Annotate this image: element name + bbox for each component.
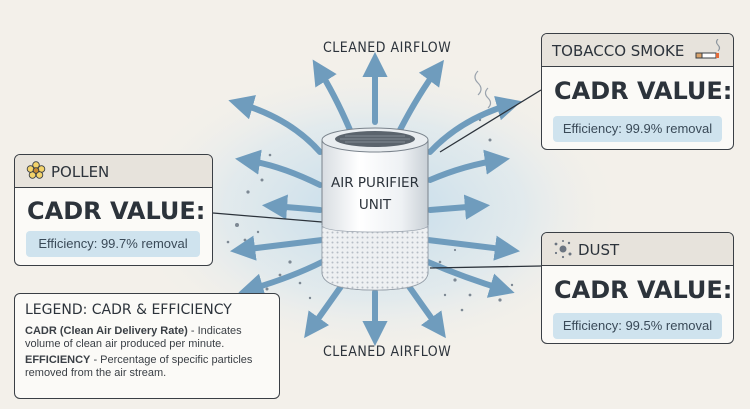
purifier-label: AIR PURIFIER UNIT — [322, 172, 428, 216]
dust-icon — [552, 238, 574, 265]
flower-icon — [25, 160, 47, 187]
airflow-label-bottom: CLEANED AIRFLOW — [323, 344, 452, 360]
purifier-unit — [321, 127, 429, 291]
cadr-value: CADR VALUE: 300 — [554, 77, 733, 105]
purifier-label-line2: UNIT — [358, 197, 392, 213]
legend-cadr-term: CADR (Clean Air Delivery Rate) — [25, 325, 188, 337]
card-header: POLLEN — [15, 155, 212, 188]
airflow-label-top: CLEANED AIRFLOW — [323, 40, 452, 56]
legend-efficiency-desc: - Percentage of specific particles remov… — [25, 354, 253, 379]
efficiency-badge: Efficiency: 99.7% removal — [26, 231, 200, 257]
legend-box: LEGEND: CADR & EFFICIENCY CADR (Clean Ai… — [14, 293, 280, 399]
legend-cadr-entry: CADR (Clean Air Delivery Rate) - Indicat… — [25, 325, 273, 351]
pollen-card: POLLEN CADR VALUE: 150 Efficiency: 99.7%… — [14, 154, 213, 266]
cadr-value: CADR VALUE: 200 — [554, 276, 733, 304]
card-title: DUST — [578, 241, 620, 259]
card-header: DUST — [542, 233, 733, 266]
legend-efficiency-term: EFFICIENCY — [25, 354, 91, 366]
tobacco-smoke-card: TOBACCO SMOKE CADR VALUE: 300 Efficiency… — [541, 33, 734, 150]
card-title: POLLEN — [51, 163, 110, 181]
legend-efficiency-entry: EFFICIENCY - Percentage of specific part… — [25, 354, 273, 380]
cadr-value: CADR VALUE: 150 — [27, 197, 212, 225]
cigarette-icon — [694, 38, 724, 66]
legend-title: LEGEND: CADR & EFFICIENCY — [25, 302, 232, 318]
legend-cadr-desc: - Indicates volume of clean air produced… — [25, 325, 242, 350]
dust-card: DUST CADR VALUE: 200 Efficiency: 99.5% r… — [541, 232, 734, 344]
purifier-label-line1: AIR PURIFIER — [331, 175, 419, 191]
airflow-arrows — [228, 51, 522, 347]
efficiency-badge: Efficiency: 99.5% removal — [553, 313, 722, 339]
smoke-wisps — [474, 70, 492, 109]
card-header: TOBACCO SMOKE — [542, 34, 733, 67]
connector-lines — [212, 89, 542, 269]
card-title: TOBACCO SMOKE — [552, 42, 685, 60]
efficiency-badge: Efficiency: 99.9% removal — [553, 116, 722, 142]
